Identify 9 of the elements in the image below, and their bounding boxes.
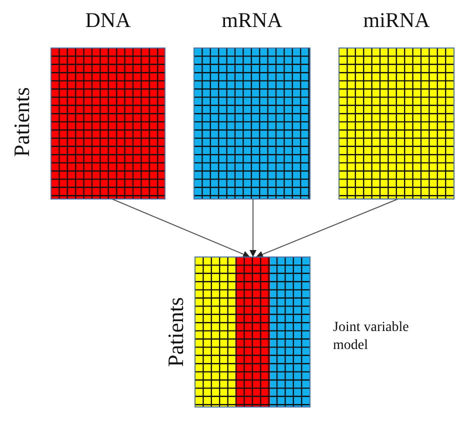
arrow xyxy=(256,198,398,258)
model-caption: Joint variable model xyxy=(333,319,410,355)
axis-label: Patients xyxy=(162,297,189,367)
omics-heading: miRNA xyxy=(362,8,431,32)
omics-heading: mRNA xyxy=(220,8,284,32)
omics-heading: DNA xyxy=(84,8,132,32)
axis-label: Patients xyxy=(8,87,35,157)
arrow xyxy=(250,198,256,258)
arrow xyxy=(112,198,250,258)
